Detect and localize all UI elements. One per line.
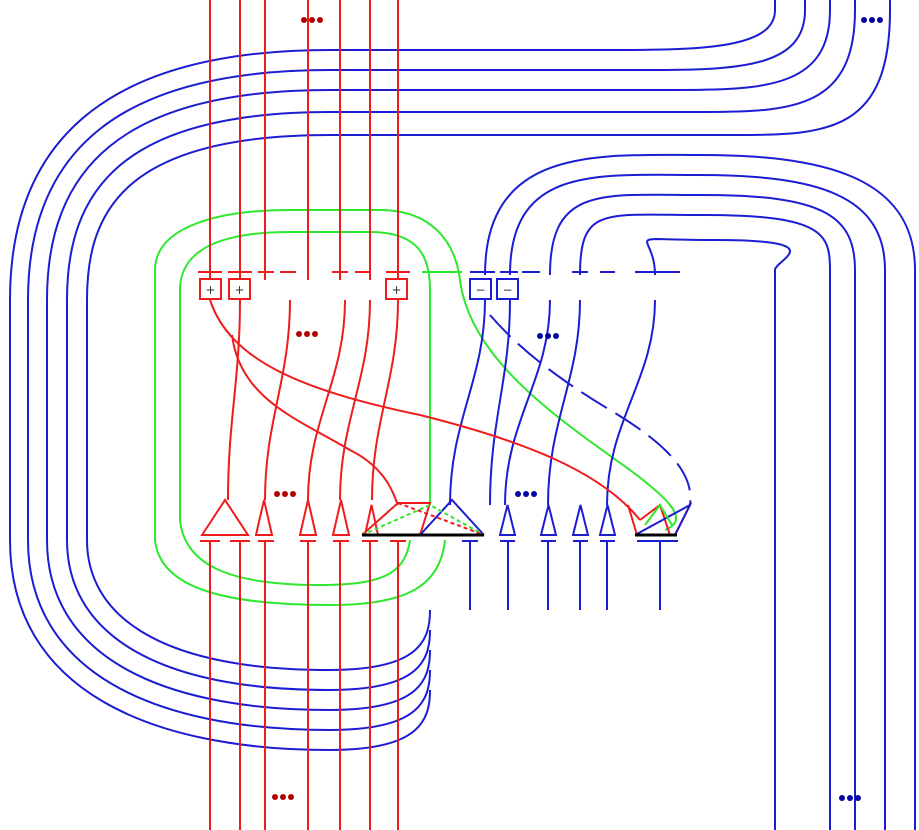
ellipsis-dot <box>282 491 288 497</box>
ellipsis-dot <box>280 794 286 800</box>
mixed-clasp-red <box>361 502 432 536</box>
blue-strand-middle <box>449 299 486 506</box>
twist-box <box>496 278 519 300</box>
ellipsis-dot <box>290 491 296 497</box>
blue-strand-middle <box>547 299 581 506</box>
clasp-triangle <box>539 504 558 536</box>
twist-box <box>385 278 408 300</box>
ellipsis-dot <box>839 795 845 801</box>
twist-box <box>228 278 251 300</box>
red-strand-middle <box>307 299 346 501</box>
ellipsis-dot <box>869 17 875 23</box>
clasp-triangle <box>298 499 318 536</box>
blue-outer-loop <box>46 0 831 712</box>
blue-right-loop <box>484 153 916 830</box>
red-crossing-short <box>231 334 399 506</box>
ellipsis-dots <box>272 17 883 801</box>
twist-boxes: + + + − − <box>199 278 519 300</box>
ellipsis-dot <box>515 491 521 497</box>
blue-right-loop <box>549 193 856 830</box>
ellipsis-dot <box>545 333 551 339</box>
blue-outer-loop <box>86 0 891 672</box>
ellipsis-dot <box>553 333 559 339</box>
red-crossing-long <box>209 299 641 521</box>
blue-strand-middle <box>606 299 656 506</box>
mixed-clasp-green <box>361 503 485 536</box>
clasp-triangle <box>331 499 351 536</box>
clasp-triangle <box>254 499 274 536</box>
ellipsis-dot <box>861 17 867 23</box>
clasp-triangle <box>571 504 590 536</box>
right-clasp-green <box>644 503 673 526</box>
ellipsis-dot <box>296 331 302 337</box>
ellipsis-dot <box>855 795 861 801</box>
ellipsis-dot <box>304 331 310 337</box>
ellipsis-dot <box>272 794 278 800</box>
ellipsis-dot <box>288 794 294 800</box>
clasp-triangles <box>200 498 693 536</box>
blue-right-loop <box>509 173 886 830</box>
twist-box-label: − <box>502 283 512 297</box>
blue-strand-middle <box>504 299 551 506</box>
green-outer-loop <box>154 209 677 540</box>
clasp-triangle <box>498 504 517 536</box>
blue-outer-loop <box>9 0 776 752</box>
red-strand-middle <box>264 299 291 501</box>
clasp-triangle <box>598 504 617 536</box>
blue-outer-loops <box>9 0 916 830</box>
mixed-clasp-blue <box>419 498 485 536</box>
twist-box-label: + <box>205 283 215 297</box>
ellipsis-dot <box>537 333 543 339</box>
ellipsis-dot <box>312 331 318 337</box>
twist-box-label: + <box>391 283 401 297</box>
ellipsis-dot <box>523 491 529 497</box>
red-crossing-strands <box>209 299 641 521</box>
blue-diagonal-strand <box>489 314 692 506</box>
red-strand-middle <box>371 299 399 501</box>
green-inner-loop <box>179 231 431 520</box>
red-strand-middle <box>227 299 241 501</box>
mixed-clasp-red-dashed <box>397 502 485 536</box>
clasp-triangle <box>200 498 250 536</box>
blue-right-loop <box>646 238 791 830</box>
green-bottom-loop <box>154 539 446 607</box>
blue-outer-loop <box>27 0 806 732</box>
blue-inner-strands <box>449 299 692 610</box>
twist-box <box>199 278 222 300</box>
ellipsis-dot <box>847 795 853 801</box>
ellipsis-dot <box>309 17 315 23</box>
ellipsis-dot <box>317 17 323 23</box>
blue-strand-middle <box>489 299 511 506</box>
ellipsis-dot <box>877 17 883 23</box>
right-clasp-blue <box>634 502 693 536</box>
red-strands <box>209 0 399 830</box>
ellipsis-dot <box>274 491 280 497</box>
ellipsis-dot <box>531 491 537 497</box>
bars <box>9 271 680 542</box>
twist-box <box>469 278 492 300</box>
ellipsis-dot <box>301 17 307 23</box>
twist-box-label: + <box>234 283 244 297</box>
blue-outer-loop <box>66 0 856 692</box>
blue-right-loop <box>579 213 831 830</box>
twist-box-label: − <box>475 283 485 297</box>
